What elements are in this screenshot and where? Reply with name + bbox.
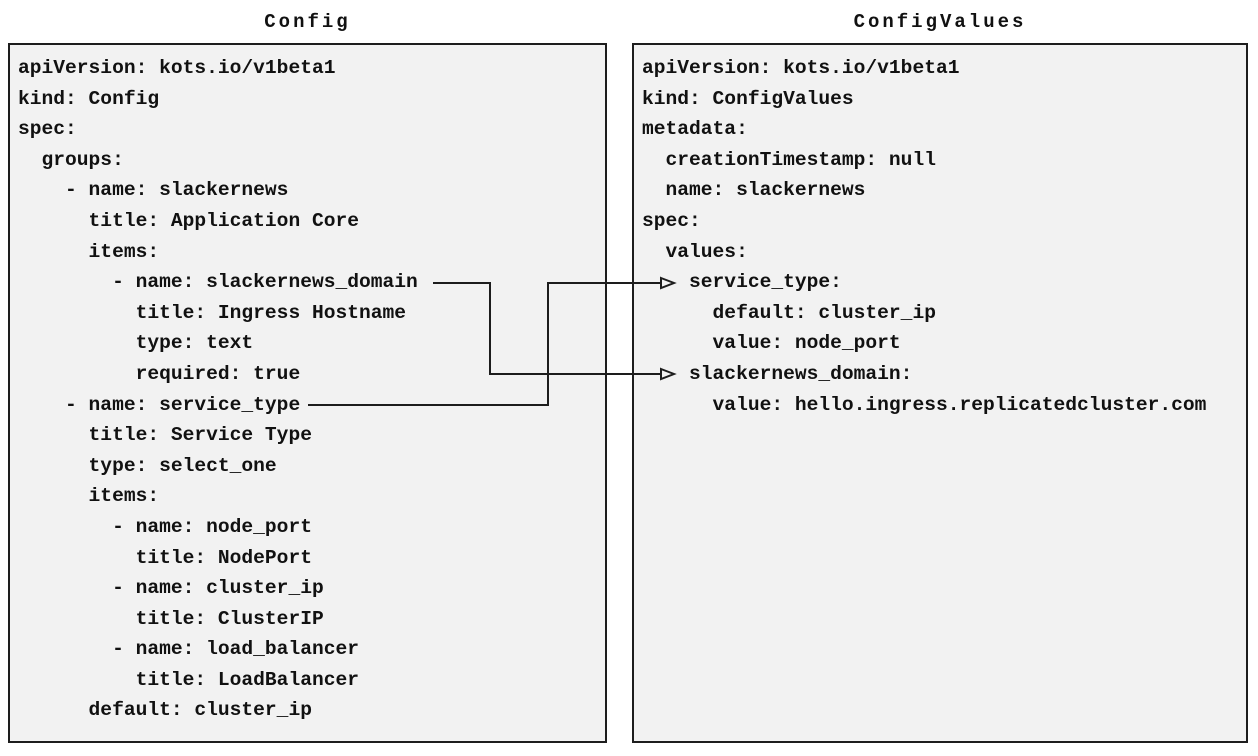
code-line: values: xyxy=(642,240,748,263)
code-line: required: true xyxy=(18,362,301,385)
code-line: service_type: xyxy=(642,271,842,294)
code-line: title: ClusterIP xyxy=(18,607,324,630)
code-line: creationTimestamp: null xyxy=(642,148,936,171)
code-line: spec: xyxy=(18,118,77,141)
code-line: spec: xyxy=(642,209,701,232)
code-line: value: node_port xyxy=(642,332,901,355)
code-line: default: cluster_ip xyxy=(18,699,312,722)
code-line: items: xyxy=(18,240,160,263)
code-line: type: select_one xyxy=(18,454,277,477)
code-line: apiVersion: kots.io/v1beta1 xyxy=(642,57,960,79)
code-line: - name: load_balancer xyxy=(18,638,359,661)
code-line: title: Ingress Hostname xyxy=(18,301,407,324)
code-line: title: NodePort xyxy=(18,546,312,569)
code-line: groups: xyxy=(18,148,124,171)
configvalues-panel-title: ConfigValues xyxy=(853,11,1027,33)
config-panel-title: Config xyxy=(264,11,351,33)
code-line: title: LoadBalancer xyxy=(18,668,359,691)
configvalues-yaml-code: apiVersion: kots.io/v1beta1 kind: ConfigV… xyxy=(634,45,1246,420)
code-line: slackernews_domain: xyxy=(642,362,913,385)
code-line: apiVersion: kots.io/v1beta1 xyxy=(18,57,336,79)
code-line: title: Service Type xyxy=(18,424,312,447)
code-line: kind: ConfigValues xyxy=(642,87,854,110)
code-line: name: slackernews xyxy=(642,179,866,202)
code-line: type: text xyxy=(18,332,254,355)
code-line: - name: slackernews_domain xyxy=(18,271,418,294)
code-line: - name: slackernews xyxy=(18,179,289,202)
config-panel: apiVersion: kots.io/v1beta1 kind: Config s… xyxy=(8,43,607,743)
configvalues-panel: apiVersion: kots.io/v1beta1 kind: ConfigV… xyxy=(632,43,1248,743)
code-line: value: hello.ingress.replicatedcluster.c… xyxy=(642,393,1207,416)
code-line: kind: Config xyxy=(18,87,160,110)
code-line: metadata: xyxy=(642,118,748,141)
code-line: - name: cluster_ip xyxy=(18,577,324,600)
code-line: items: xyxy=(18,485,160,508)
code-line: - name: node_port xyxy=(18,515,312,538)
code-line: - name: service_type xyxy=(18,393,301,416)
config-yaml-code: apiVersion: kots.io/v1beta1 kind: Config s… xyxy=(10,45,605,726)
code-line: default: cluster_ip xyxy=(642,301,936,324)
code-line: title: Application Core xyxy=(18,209,359,232)
